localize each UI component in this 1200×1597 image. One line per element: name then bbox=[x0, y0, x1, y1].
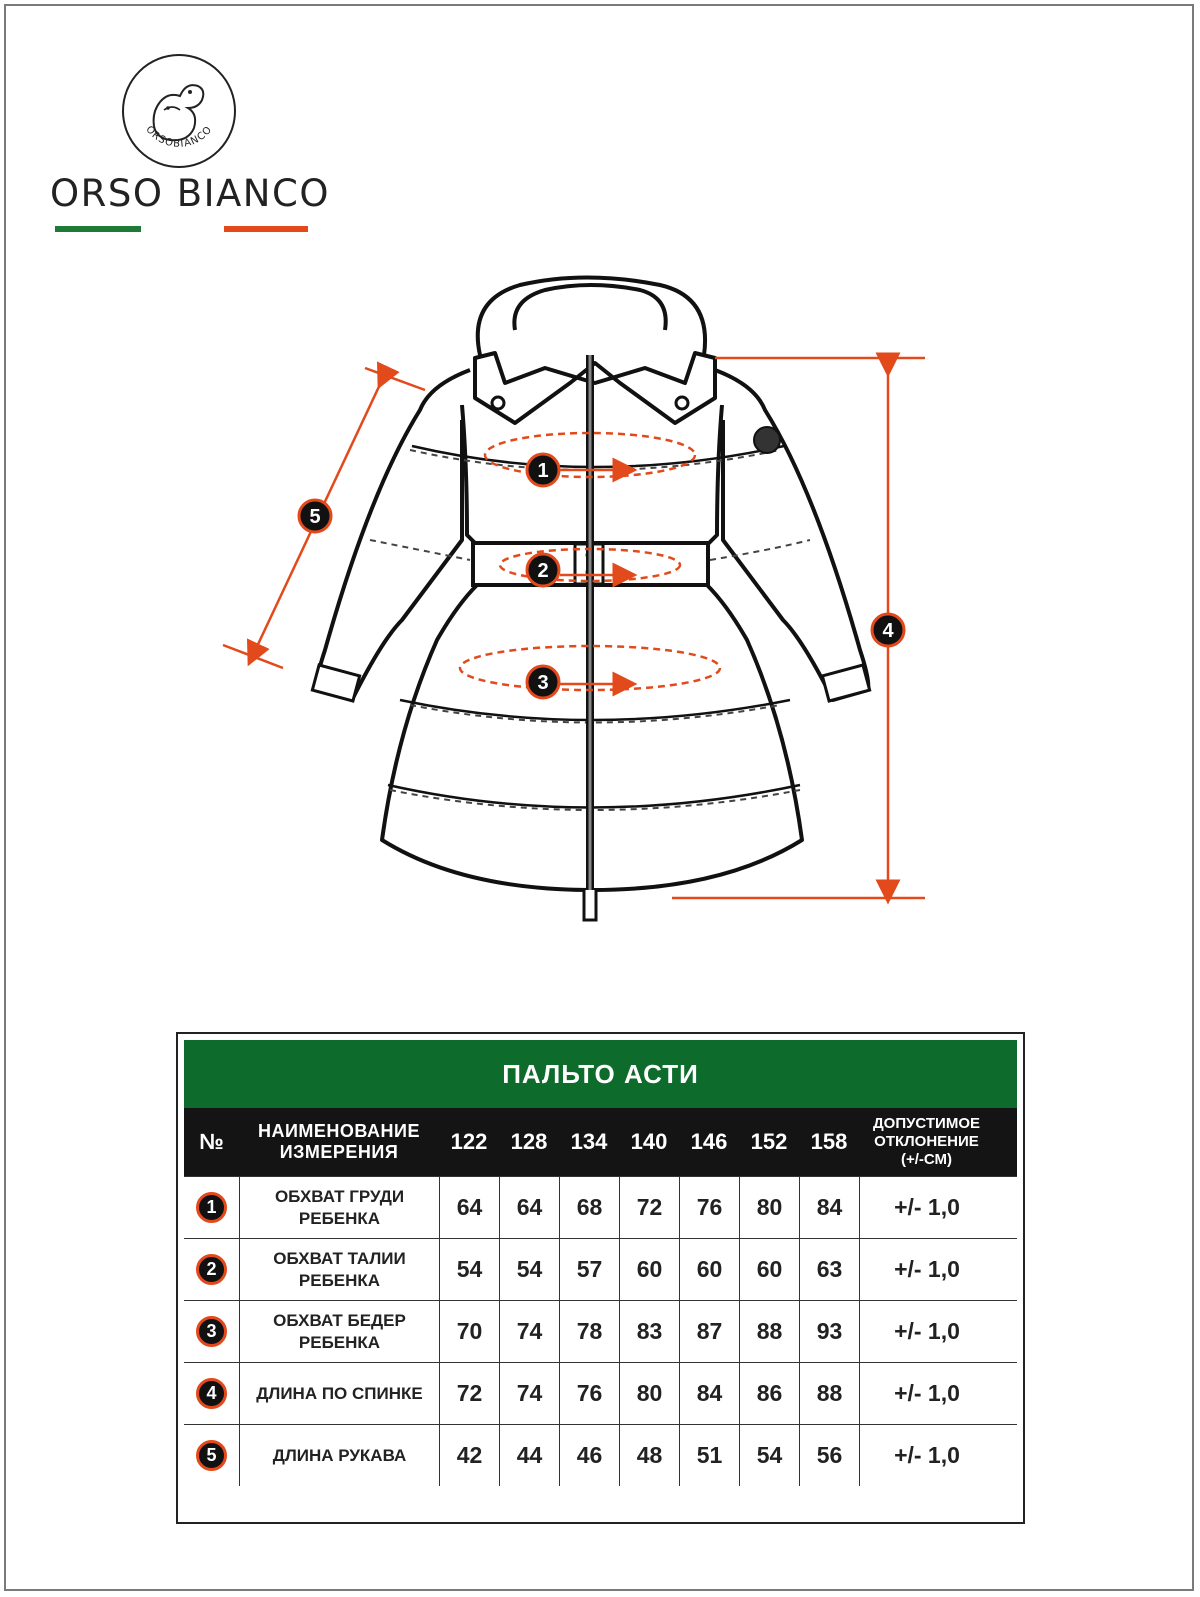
brand-name: ORSO BIANCO bbox=[50, 172, 330, 215]
size-value-cell: 51 bbox=[679, 1425, 739, 1486]
marker-1: 1 bbox=[525, 452, 561, 488]
size-value-cell: 54 bbox=[499, 1239, 559, 1300]
size-value-cell: 46 bbox=[559, 1425, 619, 1486]
header-size: 122 bbox=[450, 1129, 488, 1154]
marker-4: 4 bbox=[870, 612, 906, 648]
size-value-cell: 60 bbox=[739, 1239, 799, 1300]
size-value-cell: 74 bbox=[499, 1363, 559, 1424]
size-value-cell: 70 bbox=[439, 1301, 499, 1362]
size-table: ПАЛЬТО АСТИ № НАИМЕНОВАНИЕ ИЗМЕРЕНИЯ 122… bbox=[176, 1032, 1025, 1524]
size-value-cell: 72 bbox=[619, 1177, 679, 1238]
tolerance-cell: +/- 1,0 bbox=[859, 1425, 994, 1486]
size-value-cell: 60 bbox=[619, 1239, 679, 1300]
page-frame bbox=[4, 4, 1194, 1591]
svg-text:4: 4 bbox=[882, 620, 894, 642]
size-value-cell: 42 bbox=[439, 1425, 499, 1486]
svg-text:2: 2 bbox=[537, 560, 548, 582]
row-number-cell: 4 bbox=[184, 1363, 239, 1424]
header-tolerance: ДОПУСТИМОЕ ОТКЛОНЕНИЕ (+/-СМ) bbox=[872, 1115, 981, 1168]
row-number-cell: 5 bbox=[184, 1425, 239, 1486]
size-value-cell: 84 bbox=[799, 1177, 859, 1238]
size-value-cell: 48 bbox=[619, 1425, 679, 1486]
row-number-badge: 2 bbox=[196, 1254, 227, 1285]
header-name: НАИМЕНОВАНИЕ ИЗМЕРЕНИЯ bbox=[258, 1121, 420, 1162]
size-value-cell: 68 bbox=[559, 1177, 619, 1238]
row-number-badge: 5 bbox=[196, 1440, 227, 1471]
header-size: 158 bbox=[810, 1129, 848, 1154]
row-number-badge: 1 bbox=[196, 1192, 227, 1223]
size-value-cell: 80 bbox=[739, 1177, 799, 1238]
size-value-cell: 44 bbox=[499, 1425, 559, 1486]
row-number-cell: 2 bbox=[184, 1239, 239, 1300]
marker-2: 2 bbox=[525, 552, 561, 588]
header-size: 128 bbox=[510, 1129, 548, 1154]
size-value-cell: 93 bbox=[799, 1301, 859, 1362]
red-accent-bar bbox=[224, 226, 308, 232]
size-value-cell: 87 bbox=[679, 1301, 739, 1362]
size-value-cell: 63 bbox=[799, 1239, 859, 1300]
size-value-cell: 72 bbox=[439, 1363, 499, 1424]
header-size: 146 bbox=[690, 1129, 728, 1154]
table-header: № НАИМЕНОВАНИЕ ИЗМЕРЕНИЯ 122 128 134 140… bbox=[184, 1108, 1017, 1176]
svg-text:5: 5 bbox=[309, 506, 320, 528]
row-number-cell: 1 bbox=[184, 1177, 239, 1238]
tolerance-cell: +/- 1,0 bbox=[859, 1301, 994, 1362]
header-size: 140 bbox=[630, 1129, 668, 1154]
size-value-cell: 56 bbox=[799, 1425, 859, 1486]
size-value-cell: 76 bbox=[679, 1177, 739, 1238]
svg-text:ORSOBIANCO: ORSOBIANCO bbox=[143, 124, 214, 150]
logo-ring-text: ORSOBIANCO bbox=[143, 124, 213, 150]
svg-text:1: 1 bbox=[537, 460, 548, 482]
size-value-cell: 83 bbox=[619, 1301, 679, 1362]
size-value-cell: 76 bbox=[559, 1363, 619, 1424]
size-value-cell: 78 bbox=[559, 1301, 619, 1362]
marker-5: 5 bbox=[297, 498, 333, 534]
size-value-cell: 54 bbox=[439, 1239, 499, 1300]
size-value-cell: 57 bbox=[559, 1239, 619, 1300]
row-number-cell: 3 bbox=[184, 1301, 239, 1362]
header-size: 134 bbox=[570, 1129, 608, 1154]
tolerance-cell: +/- 1,0 bbox=[859, 1239, 994, 1300]
tolerance-cell: +/- 1,0 bbox=[859, 1363, 994, 1424]
header-num: № bbox=[199, 1129, 224, 1154]
bear-logo-icon: ORSOBIANCO bbox=[122, 54, 236, 168]
tolerance-cell: +/- 1,0 bbox=[859, 1177, 994, 1238]
svg-text:3: 3 bbox=[537, 672, 548, 694]
coat-diagram: 1 2 3 4 5 bbox=[222, 275, 925, 922]
table-title: ПАЛЬТО АСТИ bbox=[184, 1040, 1017, 1108]
size-value-cell: 86 bbox=[739, 1363, 799, 1424]
size-value-cell: 88 bbox=[799, 1363, 859, 1424]
row-number-badge: 3 bbox=[196, 1316, 227, 1347]
marker-3: 3 bbox=[525, 664, 561, 700]
row-number-badge: 4 bbox=[196, 1378, 227, 1409]
size-value-cell: 64 bbox=[439, 1177, 499, 1238]
size-value-cell: 60 bbox=[679, 1239, 739, 1300]
size-value-cell: 64 bbox=[499, 1177, 559, 1238]
size-value-cell: 84 bbox=[679, 1363, 739, 1424]
measurement-name: ДЛИНА РУКАВА bbox=[239, 1425, 439, 1486]
size-value-cell: 54 bbox=[739, 1425, 799, 1486]
header-size: 152 bbox=[750, 1129, 788, 1154]
size-value-cell: 74 bbox=[499, 1301, 559, 1362]
size-value-cell: 80 bbox=[619, 1363, 679, 1424]
green-accent-bar bbox=[55, 226, 141, 232]
size-value-cell: 88 bbox=[739, 1301, 799, 1362]
measurement-name: ДЛИНА ПО СПИНКЕ bbox=[239, 1363, 439, 1424]
